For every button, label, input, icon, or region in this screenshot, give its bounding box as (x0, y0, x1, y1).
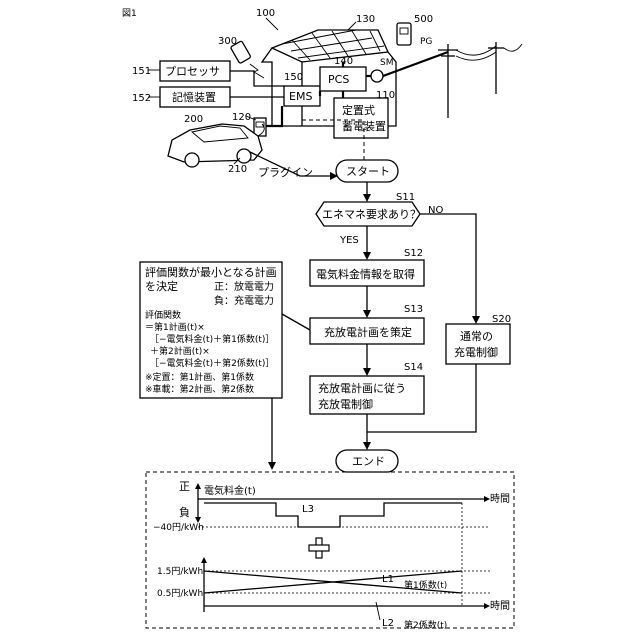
l1-label: L1 (382, 574, 394, 585)
panel-ref: 130 (356, 14, 375, 25)
note-line-5: 評価関数 (145, 309, 181, 321)
note-to-graph-arrowhead (268, 462, 276, 470)
charger-ref: 120 (232, 112, 251, 123)
phone-ref: 300 (218, 36, 237, 47)
coef1-label: 第1係数(t) (404, 579, 447, 591)
plus-icon (309, 538, 329, 558)
ems-ref: 150 (284, 72, 303, 83)
note-line-11: ※車載：第2計画、第2係数 (145, 383, 254, 395)
note-line-8: ＋第2計画(t)× (150, 345, 210, 357)
plugin-label: プラグイン (258, 165, 313, 179)
house-ref-leader (266, 18, 278, 30)
price-label: 電気料金(t) (204, 484, 256, 497)
graph-frame (146, 472, 514, 628)
plug-ref: 210 (228, 164, 247, 175)
processor-ems-link (230, 71, 284, 86)
panel-ref-leader (348, 22, 356, 30)
note-line-9: ［−電気料金(t)＋第2係数(t)］ (150, 357, 274, 369)
yes-label: YES (339, 235, 359, 246)
note-line-2: を決定 (145, 279, 178, 293)
s20-step: S20 (492, 314, 511, 325)
start-label: スタート (346, 165, 390, 178)
time-label-2: 時間 (490, 600, 510, 612)
pg-ref: PG (420, 37, 432, 47)
storage-label: 記憶装置 (172, 90, 216, 104)
l3-label: L3 (302, 504, 314, 515)
s13-text: 充放電計画を策定 (324, 325, 412, 339)
note-line-10: ※定置：第1計画、第1係数 (145, 371, 254, 383)
time-label-1: 時間 (490, 493, 510, 505)
note-line-4: 負：充電電力 (214, 294, 274, 307)
storage-ref: 152 (132, 93, 151, 104)
price-y-arrow-up (195, 483, 201, 489)
note-callout (282, 314, 310, 330)
l2-label: L2 (382, 618, 394, 629)
flow-arrowhead-3 (363, 310, 371, 318)
flow-arrowhead-1 (363, 194, 371, 202)
no-label: NO (428, 205, 443, 216)
battery-label-1: 定置式 (342, 103, 375, 117)
note-line-3: 正：放電電力 (214, 280, 274, 293)
end-arrowhead (363, 442, 371, 450)
price-curve (204, 503, 462, 527)
utility-pole-icon (438, 42, 522, 118)
figure-label: 図1 (122, 8, 137, 19)
note-line-1: 評価関数が最小となる計画 (145, 265, 277, 279)
yes-arrowhead (363, 252, 371, 260)
s14-text-2: 充放電制御 (318, 397, 373, 411)
s11-step: S11 (396, 192, 415, 203)
processor-ref: 151 (132, 66, 151, 77)
ems-label: EMS (289, 90, 312, 103)
car-ref: 200 (184, 114, 203, 125)
battery-ref: 110 (376, 90, 395, 101)
processor-label: プロセッサ (165, 65, 220, 78)
tick-low: 0.5円/kWh (157, 588, 203, 599)
no-branch (420, 214, 476, 320)
end-label: エンド (352, 455, 385, 468)
s12-text: 電気料金情報を取得 (316, 267, 415, 281)
coef2-label: 第2係数(t) (404, 619, 447, 631)
s20-text-2: 充電制御 (454, 345, 498, 359)
no-arrowhead (472, 316, 480, 324)
negative-label: 負 (179, 506, 190, 519)
price-tick: −40円/kWh (153, 522, 204, 533)
pcs-label: PCS (328, 73, 349, 86)
meter-device-ref: 500 (414, 14, 433, 25)
charger-ems-line (266, 106, 282, 126)
s14-text-1: 充放電計画に従う (318, 381, 406, 395)
meter-device-icon (397, 23, 411, 45)
s11-text: エネマネ要求あり？ (322, 208, 421, 221)
electric-car-icon (168, 124, 264, 167)
sm-ref: SM (380, 58, 393, 68)
s20-text-1: 通常の (460, 330, 493, 343)
house-ref: 100 (256, 8, 275, 19)
l2-leader (376, 602, 380, 620)
smart-meter-icon (371, 70, 383, 82)
coef-y-arrow (201, 557, 207, 563)
s14-step: S14 (404, 362, 423, 373)
positive-label: 正 (179, 480, 190, 493)
note-line-7: ［−電気料金(t)＋第1係数(t)］ (150, 333, 274, 345)
tick-high: 1.5円/kWh (157, 566, 203, 577)
flow-arrowhead-4 (363, 368, 371, 376)
note-line-6: ＝第1計画(t)× (145, 321, 205, 333)
s13-step: S13 (404, 304, 423, 315)
s12-step: S12 (404, 248, 423, 259)
